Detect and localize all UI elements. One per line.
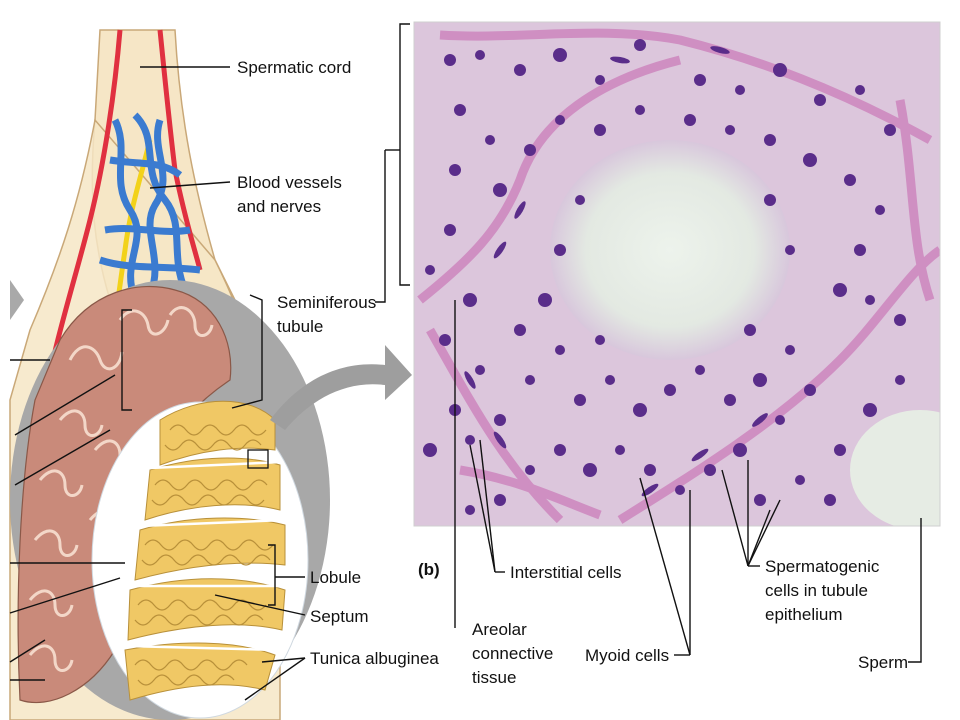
left-leader-stubs — [9, 359, 125, 681]
label-spermatogenic-1: Spermatogenic — [765, 557, 880, 576]
panel-letter: (b) — [418, 560, 440, 579]
labels: (b) Spermatic cord Blood vessels and ner… — [237, 58, 908, 687]
label-sperm: Sperm — [858, 653, 908, 672]
tubule-lumen — [550, 140, 790, 360]
left-arrow-stub — [10, 280, 24, 320]
cell-nuclei — [423, 39, 906, 515]
lobules — [124, 400, 286, 701]
label-blood-vessels-2: and nerves — [237, 197, 321, 216]
label-areolar-3: tissue — [472, 668, 516, 687]
micrograph-panel — [413, 21, 941, 527]
label-spermatogenic-2: cells in tubule — [765, 581, 868, 600]
lower-right-lumen — [850, 410, 940, 526]
label-lobule: Lobule — [310, 568, 361, 587]
epididymis-bracket — [121, 309, 132, 411]
vein-plexus — [98, 112, 201, 302]
label-tunica: Tunica albuginea — [310, 649, 439, 668]
connective-strands — [417, 28, 940, 524]
label-interstitial: Interstitial cells — [510, 563, 621, 582]
label-areolar-1: Areolar — [472, 620, 527, 639]
magnification-arrow — [270, 345, 412, 430]
leader-lines — [140, 66, 922, 701]
label-seminiferous-2: tubule — [277, 317, 323, 336]
tubule-coils — [134, 424, 274, 686]
nerve — [115, 139, 153, 301]
testis-illustration — [9, 29, 330, 720]
septa — [125, 460, 286, 652]
micrograph-bracket — [399, 23, 410, 286]
label-areolar-2: connective — [472, 644, 553, 663]
label-blood-vessels-1: Blood vessels — [237, 173, 342, 192]
label-spermatogenic-3: epithelium — [765, 605, 843, 624]
label-spermatic-cord: Spermatic cord — [237, 58, 351, 77]
label-myoid: Myoid cells — [585, 646, 669, 665]
label-septum: Septum — [310, 607, 369, 626]
myoid-nuclei — [464, 46, 768, 497]
label-seminiferous-1: Seminiferous — [277, 293, 376, 312]
detail-box — [247, 449, 269, 469]
micrograph-frame — [413, 21, 941, 527]
